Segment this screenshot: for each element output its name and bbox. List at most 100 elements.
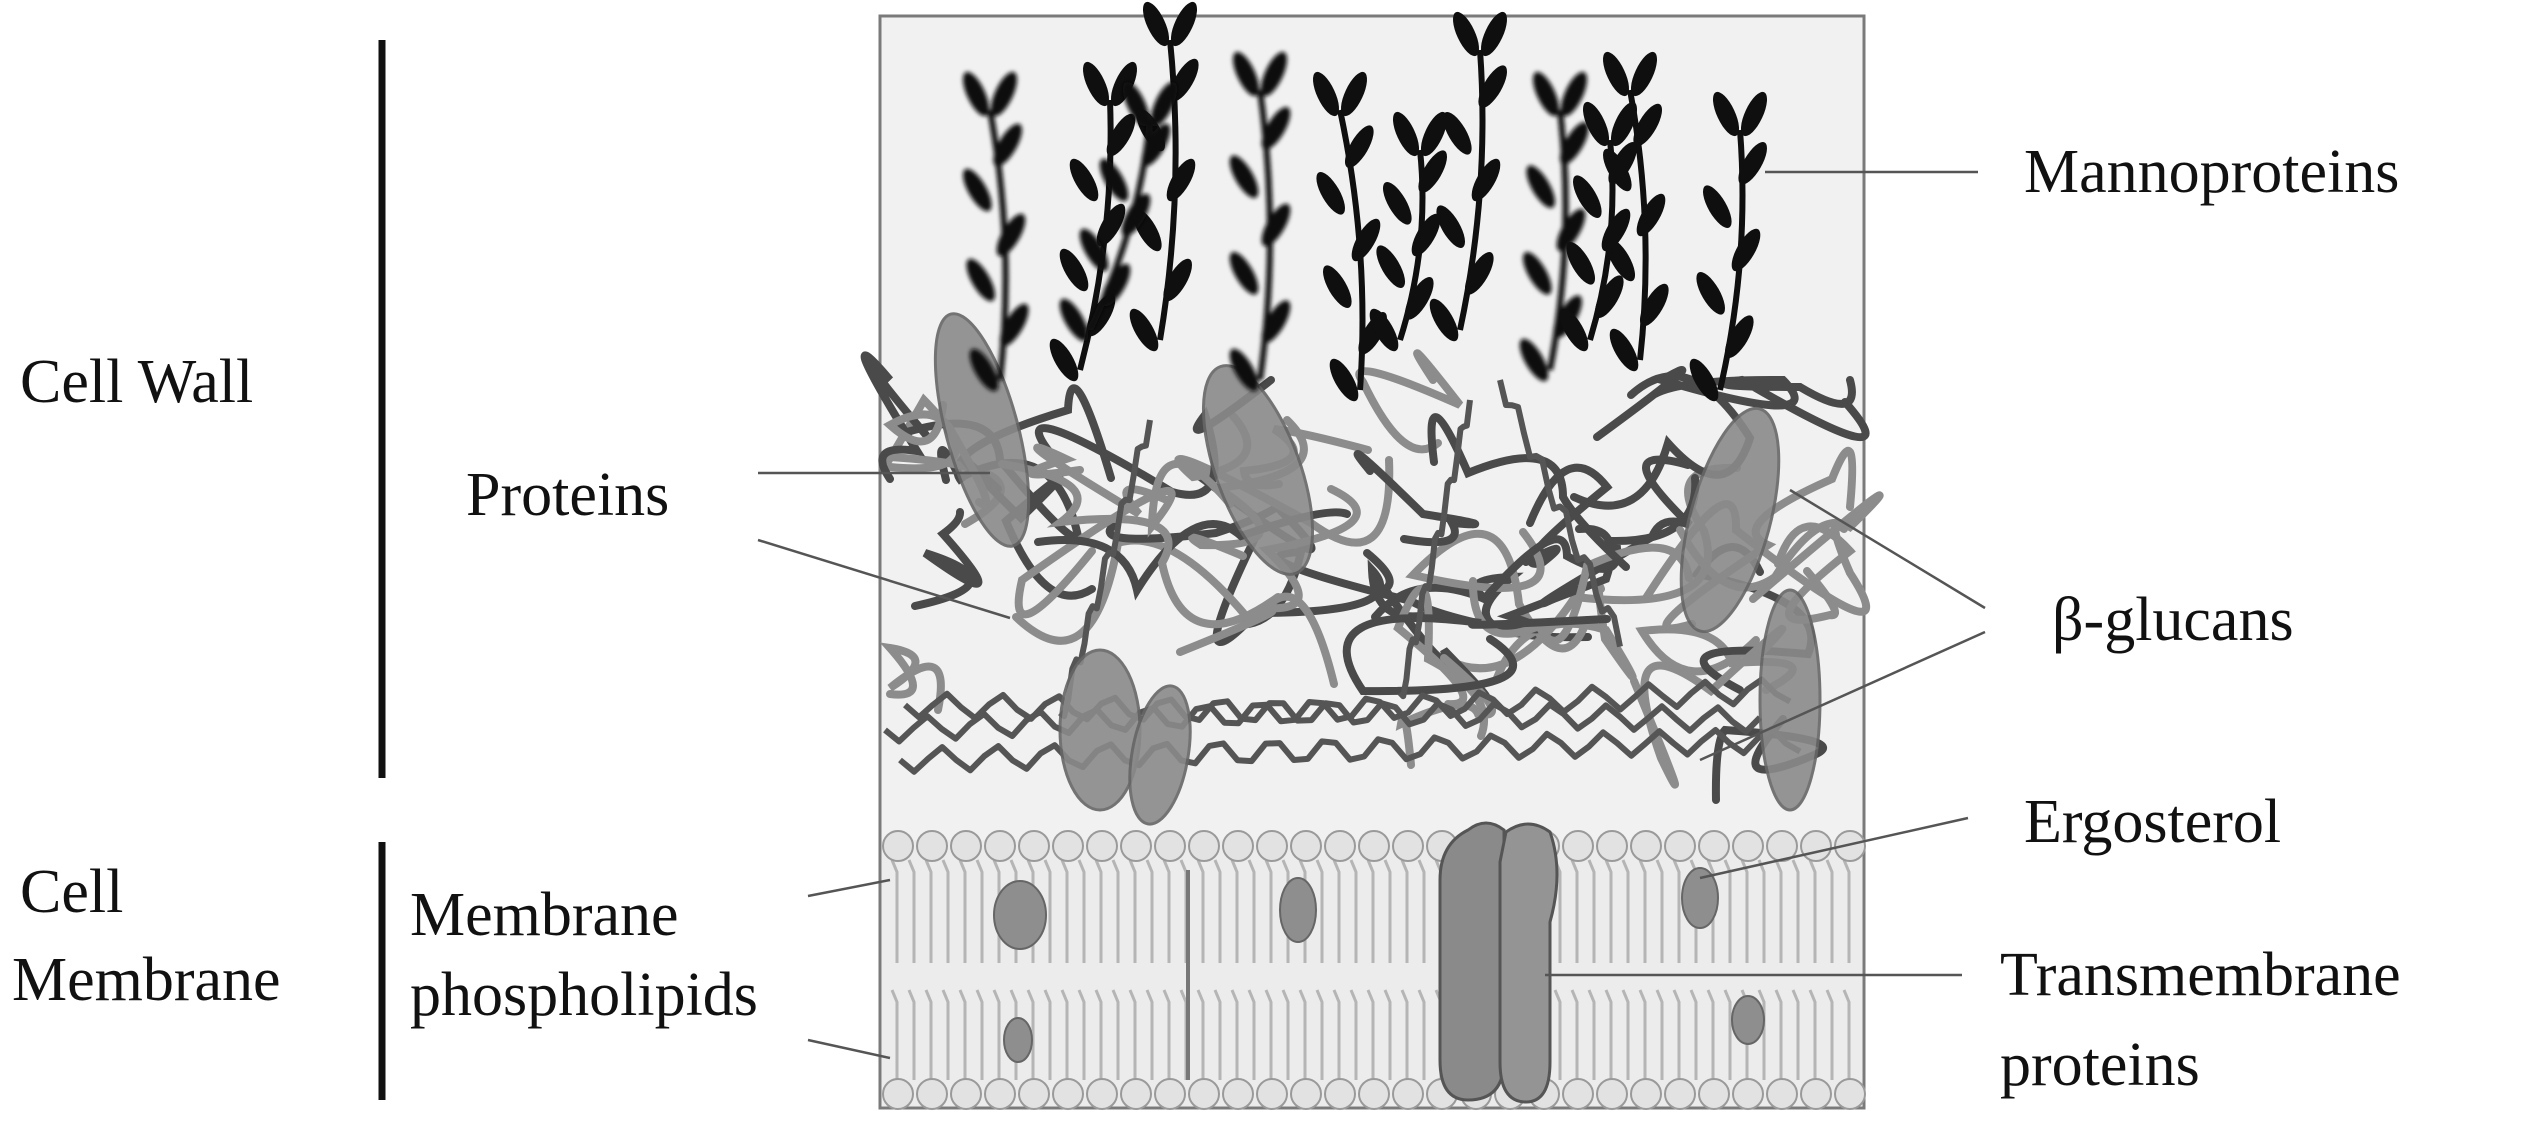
mannose-unit [966,258,996,302]
lipid-head-outer [1154,830,1186,862]
mannoprotein [1429,11,1508,342]
glucan-strand [1342,614,1611,696]
lipid-tail-lower [1247,989,1256,1080]
lipid-tail-upper [1366,859,1375,963]
lipid-tail-lower [1349,989,1358,1080]
mannose-unit [1059,298,1089,342]
mannose-unit [1170,1,1198,47]
wall-protein [1128,684,1192,826]
mannose-unit [1532,71,1560,117]
mannoprotein [1229,51,1291,392]
label-membrane-phospholipids-line2: phospholipids [410,961,758,1029]
mannose-unit [1322,265,1352,308]
lipid-tail-upper [907,859,916,963]
lipid-head-outer [1222,830,1254,862]
glucan-helix [1058,419,1153,720]
mannose-unit [1559,122,1589,165]
lipid-tail-lower [1808,989,1817,1080]
mannose-unit [1096,203,1126,247]
mannose-unit [1369,308,1399,352]
lipid-head-inner [1358,1078,1390,1110]
lipid-tail-upper [1383,859,1392,963]
mannose-unit [1436,205,1466,248]
lipid-head-inner [984,1078,1016,1110]
label-transmembrane-line1: Transmembrane [2000,941,2401,1009]
mannose-unit [1559,308,1589,352]
mannose-unit [1630,51,1658,97]
lipid-tail-upper [1757,859,1766,963]
mannose-unit [1260,51,1288,97]
lipid-head-outer [1732,830,1764,862]
lipid-head-inner [1086,1078,1118,1110]
lipid-tail-lower [1077,989,1086,1080]
label-ergosterol: Ergosterol [2024,788,2281,856]
lipid-tail-upper [1825,859,1834,963]
lipid-tail-lower [975,989,984,1080]
lipid-tail-lower [1655,989,1664,1080]
mannose-unit [1594,275,1624,318]
lipid-tail-upper [1842,859,1851,963]
mannose-unit [1110,61,1138,107]
lipid-head-outer [916,830,948,862]
lipid-tail-lower [1383,989,1392,1080]
lipid-tail-upper [1553,859,1562,963]
lipid-tail-upper [1332,859,1341,963]
mannose-unit [1452,11,1480,57]
mannose-unit [1351,218,1381,262]
mannose-unit [1106,113,1136,157]
leader-phospholipids-2 [807,1038,891,1060]
leader-lines [757,170,1986,1060]
lipid-tail-lower [890,989,899,1080]
glucan-strand [860,351,930,483]
mannose-unit [1480,11,1508,57]
lipid-tail-upper [1162,859,1171,963]
mannose-unit [1166,158,1196,202]
lipid-tail-upper [1672,859,1681,963]
lipid-tail-upper [975,859,984,963]
mannose-unit [1229,348,1259,392]
mannose-unit [1582,101,1610,147]
lipid-head-inner [1800,1078,1832,1110]
mannoprotein [1519,71,1589,382]
lipid-head-inner [1324,1078,1356,1110]
mannose-unit [1522,252,1552,295]
mannose-unit [1429,298,1459,342]
mannose-unit [962,168,992,212]
mannose-unit [1229,252,1259,295]
lipid-head-outer [1086,830,1118,862]
mannose-unit [1731,228,1761,272]
mannose-unit [1738,142,1768,185]
mannoprotein [1559,101,1638,352]
label-cell-membrane-line2: Membrane [12,946,281,1014]
lipid-tail-lower [1298,989,1307,1080]
mannose-unit [1069,158,1099,202]
ergosterol-molecule [1003,1017,1033,1063]
lipid-tail-upper [1060,859,1069,963]
mannose-unit [1141,123,1171,167]
lipid-tail-upper [1196,859,1205,963]
mannose-unit [1229,155,1259,198]
lipid-tail-lower [1043,989,1052,1080]
ergosterol-molecule [1731,995,1765,1045]
ergosterol-molecule [993,880,1047,950]
lipid-tail-upper [1808,859,1817,963]
label-transmembrane-line2: proteins [2000,1031,2200,1099]
lipid-head-inner [1018,1078,1050,1110]
lipid-head-outer [1834,830,1866,862]
mannose-unit [1519,338,1549,382]
mannoprotein [962,71,1029,392]
glucan-strand [1427,413,1630,571]
transmembrane-protein-right [1498,822,1559,1104]
lipid-head-outer [1766,830,1798,862]
mannose-unit [1404,277,1434,320]
lipid-head-outer [950,830,982,862]
leader-glucans-2 [1699,630,1986,762]
ergosterol-molecule [1681,867,1719,929]
mannose-unit [1122,81,1150,127]
lipid-tail-upper [1417,859,1426,963]
lipid-head-outer [1358,830,1390,862]
membrane-bilayer [882,830,1866,1110]
mannose-unit [1049,338,1079,382]
